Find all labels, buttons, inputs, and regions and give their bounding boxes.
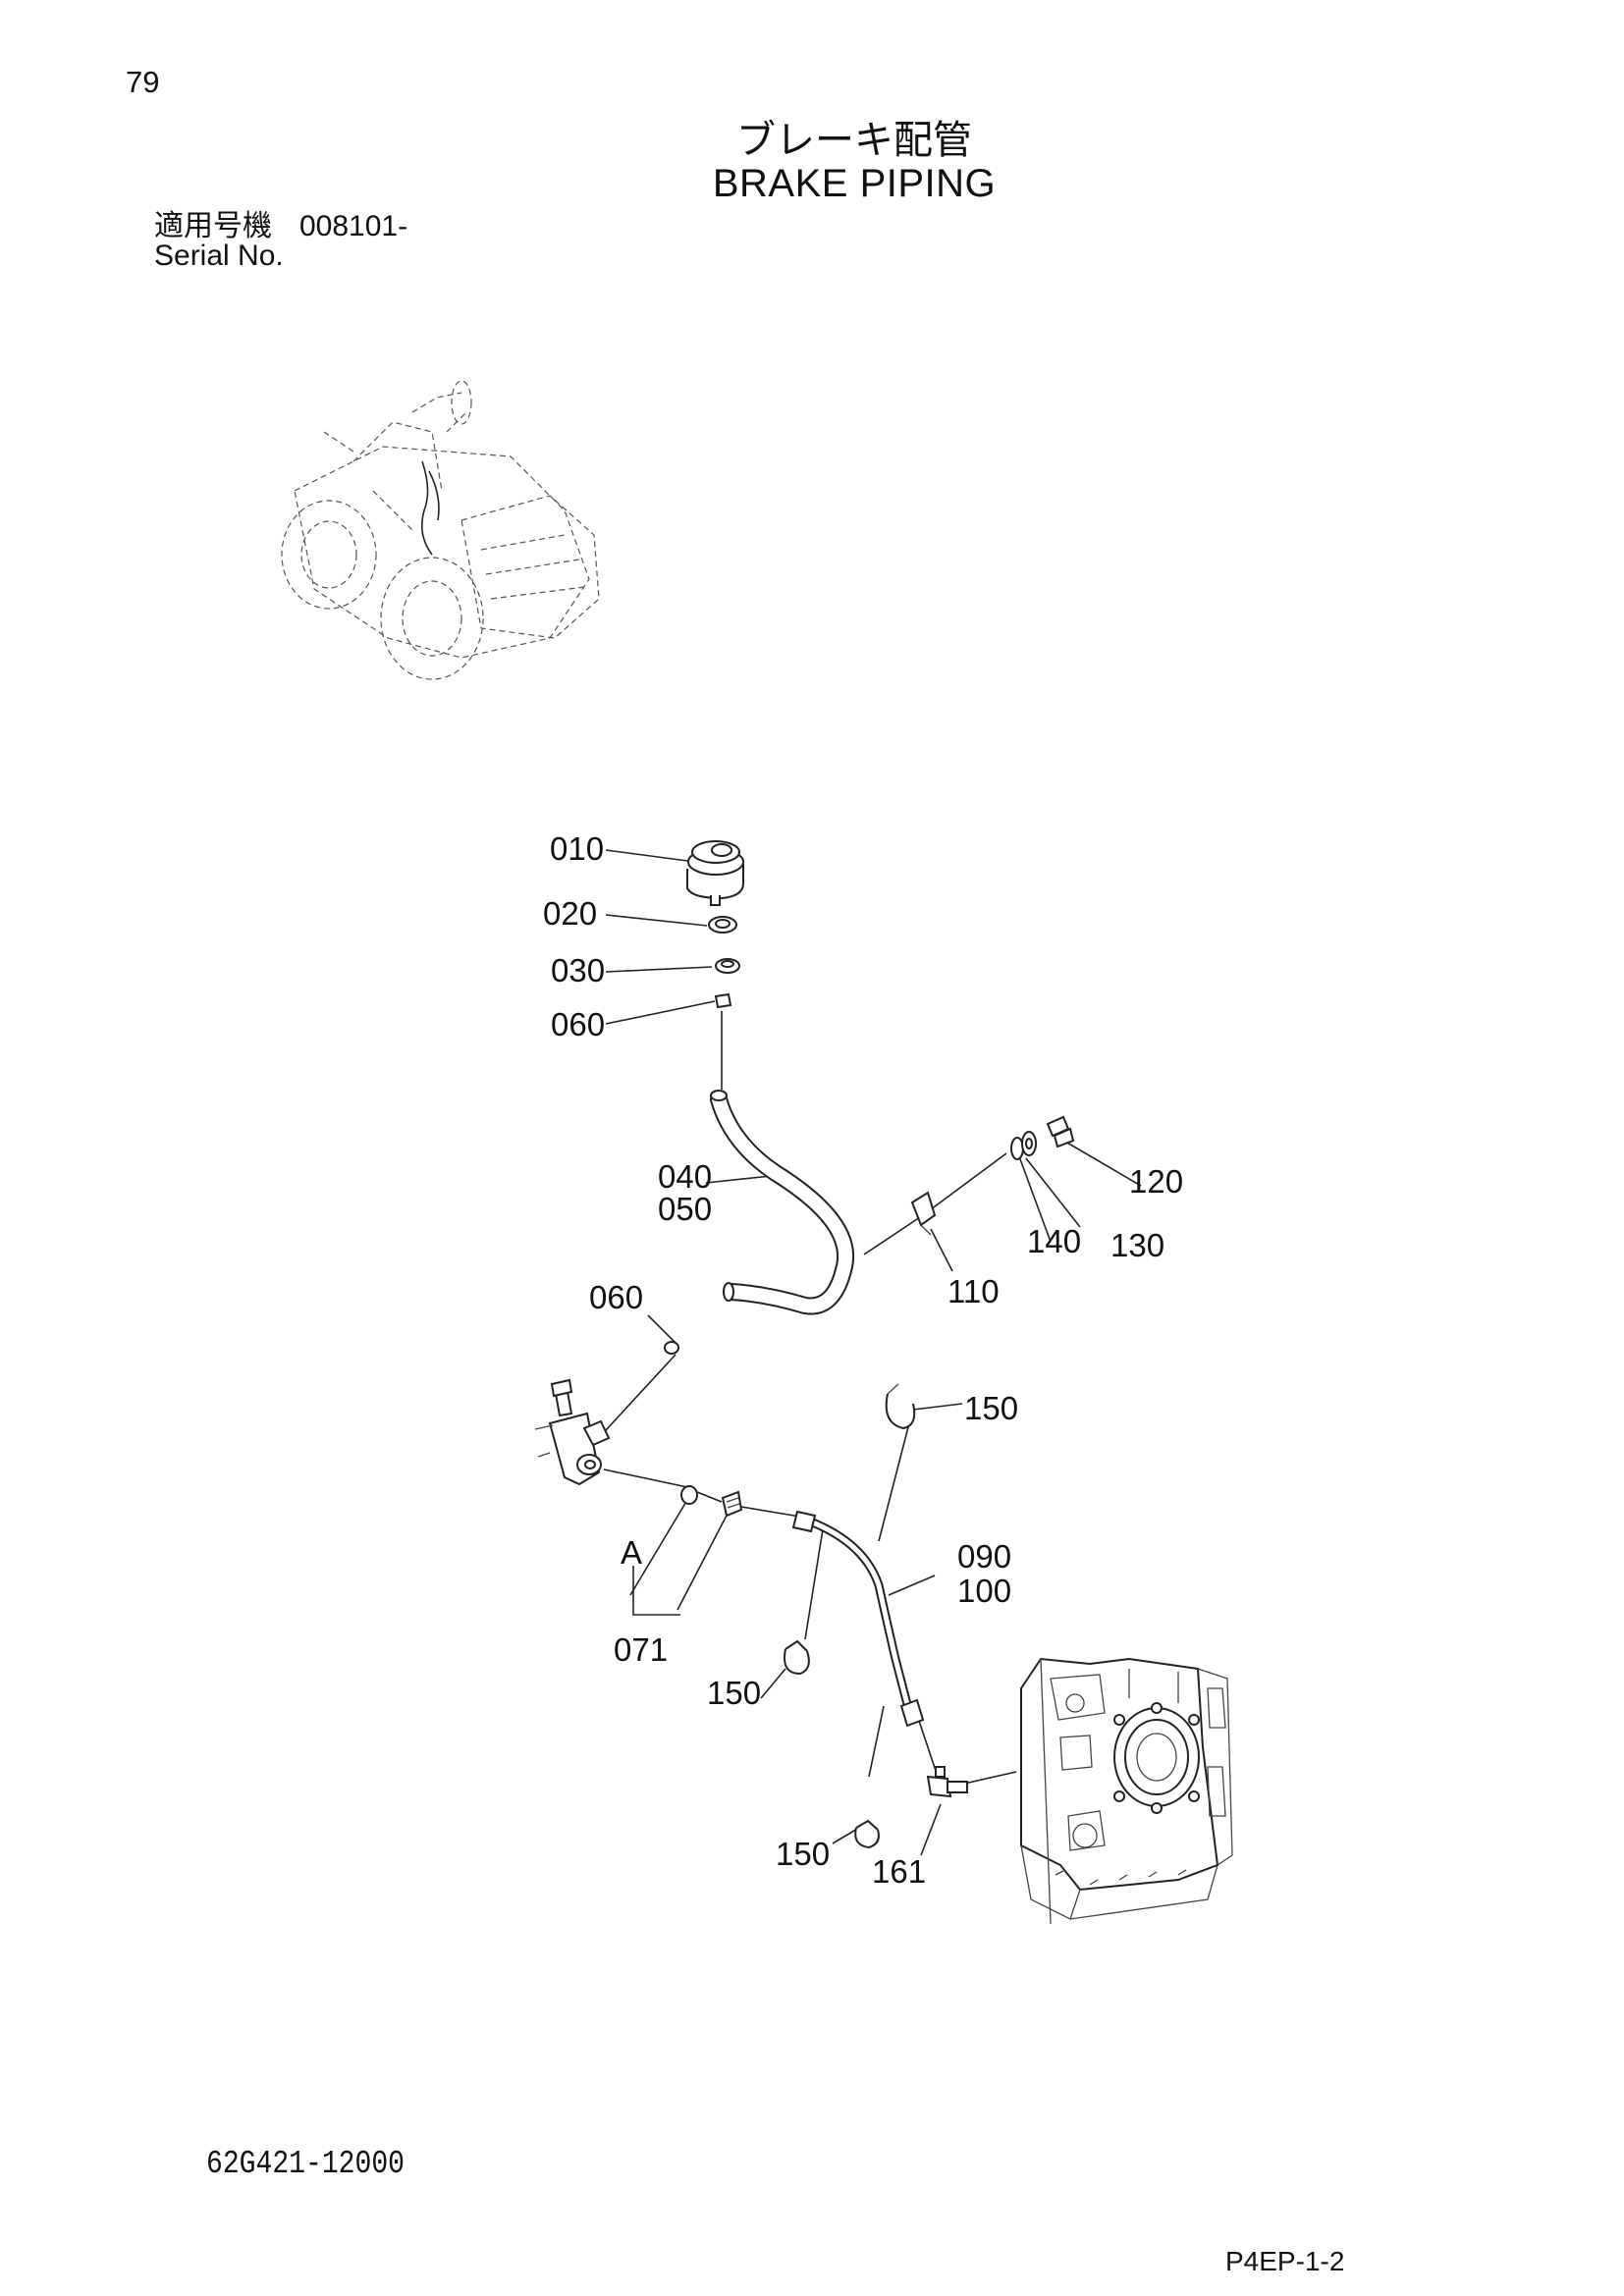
washer-130 bbox=[1021, 1131, 1037, 1156]
pipe-clamp-middle bbox=[784, 1639, 810, 1676]
pipe-clamp-lower bbox=[854, 1819, 880, 1849]
callout-060-lower: 060 bbox=[589, 1279, 643, 1315]
callout-030: 030 bbox=[551, 952, 605, 988]
serial-label-text: 適用号機 bbox=[154, 209, 272, 243]
callout-110: 110 bbox=[947, 1273, 1000, 1309]
callout-010: 010 bbox=[550, 830, 604, 867]
page-title-japanese: ブレーキ配管 bbox=[736, 118, 972, 163]
callout-140: 140 bbox=[1027, 1223, 1081, 1259]
callout-060-upper: 060 bbox=[551, 1006, 605, 1042]
serial-label-japanese: 適用号機 008101- bbox=[154, 201, 407, 244]
transmission-housing bbox=[1020, 1657, 1233, 1925]
page-number: 79 bbox=[126, 65, 160, 99]
callout-020: 020 bbox=[543, 895, 597, 932]
hose-clamp bbox=[715, 958, 740, 974]
callout-161: 161 bbox=[872, 1853, 926, 1890]
leader-lines bbox=[593, 849, 1142, 1856]
reservoir-tank bbox=[686, 840, 744, 906]
elbow-fitting bbox=[926, 1766, 968, 1798]
callout-150-middle: 150 bbox=[707, 1675, 761, 1711]
master-cylinder bbox=[534, 1378, 611, 1486]
hose-clip-lower bbox=[664, 1341, 679, 1355]
callout-labels: 010 020 030 060 040 050 120 140 130 110 … bbox=[543, 830, 1183, 1890]
o-ring-fitting-a bbox=[680, 1485, 698, 1505]
brake-pipe bbox=[791, 1510, 925, 1728]
serial-value: 008101- bbox=[299, 210, 408, 242]
callout-050: 050 bbox=[658, 1191, 712, 1227]
adapter-fitting-071 bbox=[721, 1490, 743, 1518]
callout-150-lower: 150 bbox=[776, 1836, 830, 1872]
callout-130: 130 bbox=[1110, 1227, 1164, 1263]
tractor-overview-illustration bbox=[281, 380, 600, 680]
hose-bracket bbox=[910, 1191, 937, 1236]
serial-label-english: Serial No. bbox=[154, 240, 284, 272]
bolt-120 bbox=[1046, 1115, 1075, 1148]
pipe-clamp-upper bbox=[885, 1383, 916, 1430]
callout-150-upper: 150 bbox=[964, 1390, 1018, 1426]
page-title-english: BRAKE PIPING bbox=[712, 162, 997, 205]
drawing-number: 62G421-12000 bbox=[206, 2146, 405, 2182]
callout-071: 071 bbox=[614, 1631, 668, 1668]
brake-hose bbox=[710, 1090, 855, 1315]
packing-ring bbox=[708, 916, 737, 934]
callout-040: 040 bbox=[658, 1158, 712, 1195]
callout-a: A bbox=[621, 1534, 642, 1571]
callout-120: 120 bbox=[1129, 1163, 1183, 1200]
hose-clip-upper bbox=[714, 992, 732, 1009]
page-code: P4EP-1-2 bbox=[1225, 2246, 1345, 2276]
callout-100: 100 bbox=[957, 1573, 1011, 1609]
callout-090: 090 bbox=[957, 1538, 1011, 1575]
